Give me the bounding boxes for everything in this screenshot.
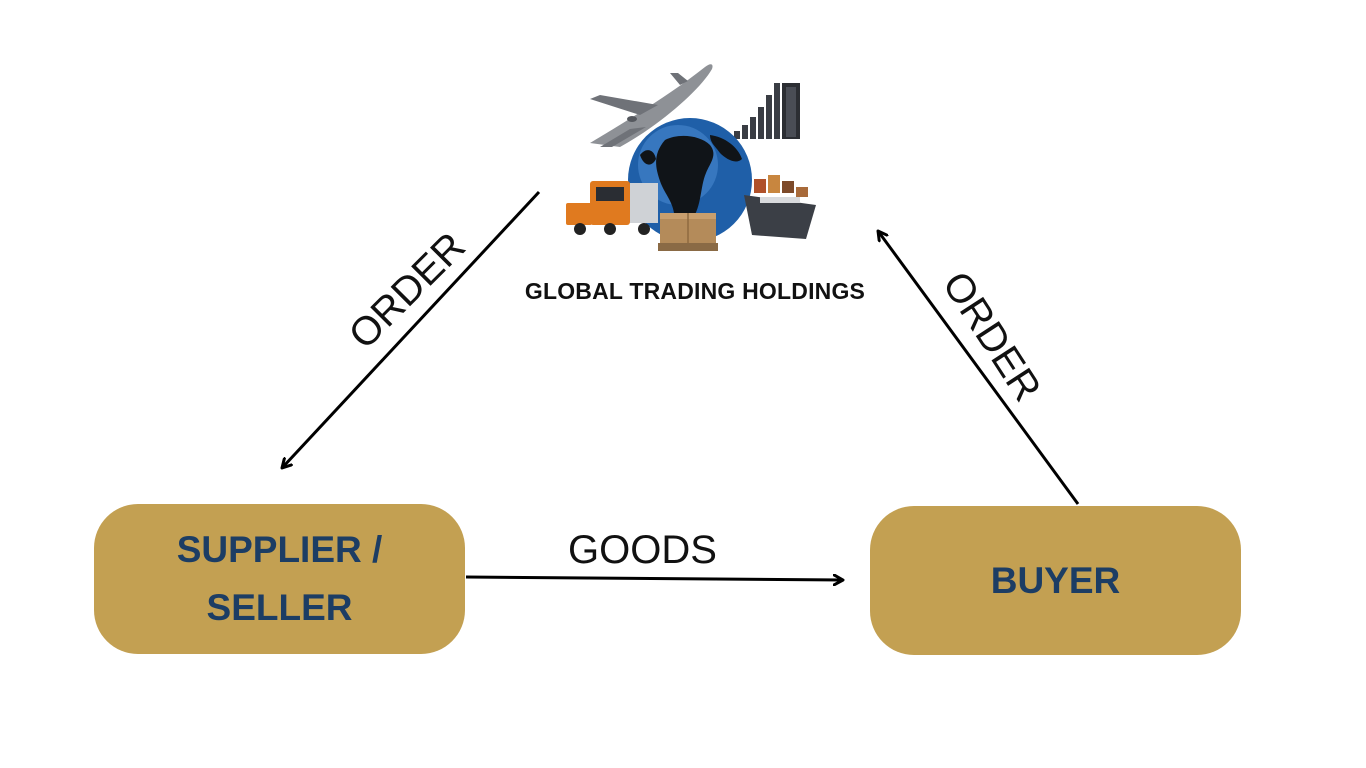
airplane-icon (590, 64, 713, 147)
bar-chart-icon (734, 83, 800, 139)
truck-icon (566, 181, 658, 235)
boxes-icon (658, 213, 718, 251)
global-trading-logo (566, 64, 816, 251)
company-title: GLOBAL TRADING HOLDINGS (524, 278, 866, 304)
supplier-label: SUPPLIER / SELLER (150, 521, 410, 637)
supplier-label-line2: SELLER (206, 587, 353, 628)
buyer-label: BUYER (990, 559, 1121, 601)
cargo-ship-icon (744, 175, 816, 239)
supplier-seller-node: SUPPLIER / SELLER (94, 504, 465, 654)
arrow-supplier-to-buyer (465, 577, 843, 580)
buyer-node: BUYER (870, 506, 1241, 655)
arrow-buyer-to-holdings (878, 231, 1080, 505)
supplier-label-line1: SUPPLIER / (176, 529, 383, 570)
arrow-holdings-to-supplier (282, 190, 541, 468)
goods-edge-label: GOODS (568, 528, 717, 572)
